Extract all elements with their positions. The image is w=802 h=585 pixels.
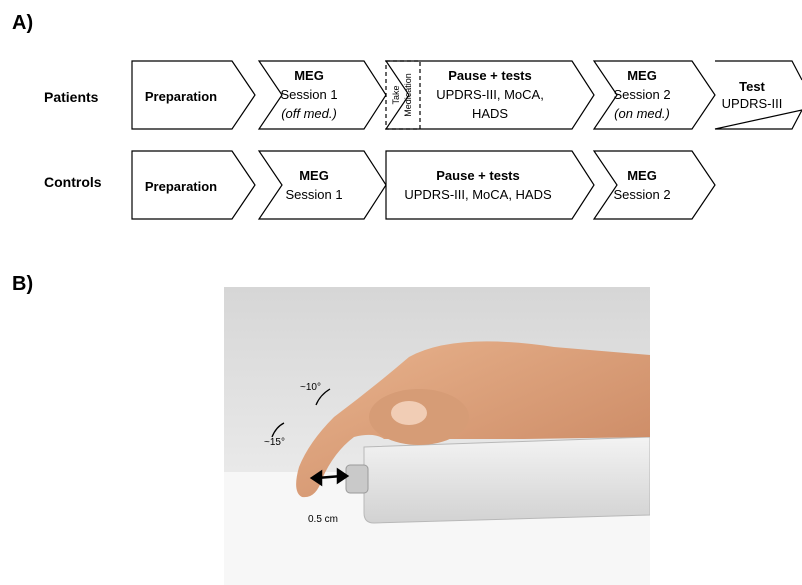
patients-pause-line2: HADS (472, 106, 508, 121)
patients-meg2-box: MEG Session 2 (on med.) (592, 60, 716, 130)
controls-preparation-box: Preparation (131, 150, 256, 220)
patients-meg2-line1: Session 2 (613, 87, 670, 102)
controls-meg1-box: MEG Session 1 (257, 150, 387, 220)
controls-pause-title: Pause + tests (436, 168, 519, 183)
controls-meg2-title: MEG (627, 168, 657, 183)
panel-a-label: A) (12, 12, 34, 34)
patients-preparation-title: Preparation (145, 89, 217, 104)
patients-pause-box: Take Medication Pause + tests UPDRS-III,… (384, 60, 595, 130)
controls-meg2-box: MEG Session 2 (592, 150, 716, 220)
row-label-patients: Patients (44, 89, 99, 105)
flow-diagram: Preparation MEG Session 1 (off med.) Tak… (131, 60, 802, 220)
row-label-controls: Controls (44, 174, 102, 190)
patients-meg2-title: MEG (627, 68, 657, 83)
patients-test-title: Test (739, 79, 765, 94)
patients-meg1-title: MEG (294, 68, 324, 83)
angle-label-lower: ~15° (264, 437, 285, 448)
patients-meg1-line2: (off med.) (281, 106, 337, 121)
rotation-arrow-upper-icon (315, 388, 331, 406)
controls-meg1-title: MEG (299, 168, 329, 183)
patients-pause-line1: UPDRS-III, MoCA, (436, 87, 544, 102)
controls-pause-box: Pause + tests UPDRS-III, MoCA, HADS (385, 150, 595, 220)
controls-meg2-line1: Session 2 (613, 187, 670, 202)
patients-meg1-line1: Session 1 (280, 87, 337, 102)
take-medication-line1: Take (391, 85, 401, 104)
rotation-arrow-lower-icon (271, 422, 285, 438)
controls-meg1-line1: Session 1 (285, 187, 342, 202)
thumbnail (391, 401, 427, 425)
patients-meg1-box: MEG Session 1 (off med.) (257, 60, 387, 130)
hand (296, 341, 650, 498)
device-connector (345, 464, 369, 494)
finger-tapping-photo: ~10° ~15° 0.5 cm (224, 287, 650, 585)
controls-preparation-title: Preparation (145, 179, 217, 194)
patients-meg2-line2: (on med.) (614, 106, 670, 121)
meg-device (363, 436, 650, 524)
angle-label-upper: ~10° (300, 382, 321, 393)
double-arrow-icon (309, 467, 350, 487)
panel-b-label: B) (12, 273, 34, 295)
photo-illustration: ~10° ~15° 0.5 cm (224, 287, 650, 585)
patients-test-box: Test UPDRS-III (714, 60, 802, 130)
controls-pause-line1: UPDRS-III, MoCA, HADS (404, 187, 552, 202)
patients-preparation-box: Preparation (131, 60, 256, 130)
patients-test-line1: UPDRS-III (722, 96, 783, 111)
take-medication-box (385, 60, 421, 130)
distance-label: 0.5 cm (308, 514, 338, 525)
take-medication-line2: Medication (403, 73, 413, 117)
patients-pause-title: Pause + tests (448, 68, 531, 83)
